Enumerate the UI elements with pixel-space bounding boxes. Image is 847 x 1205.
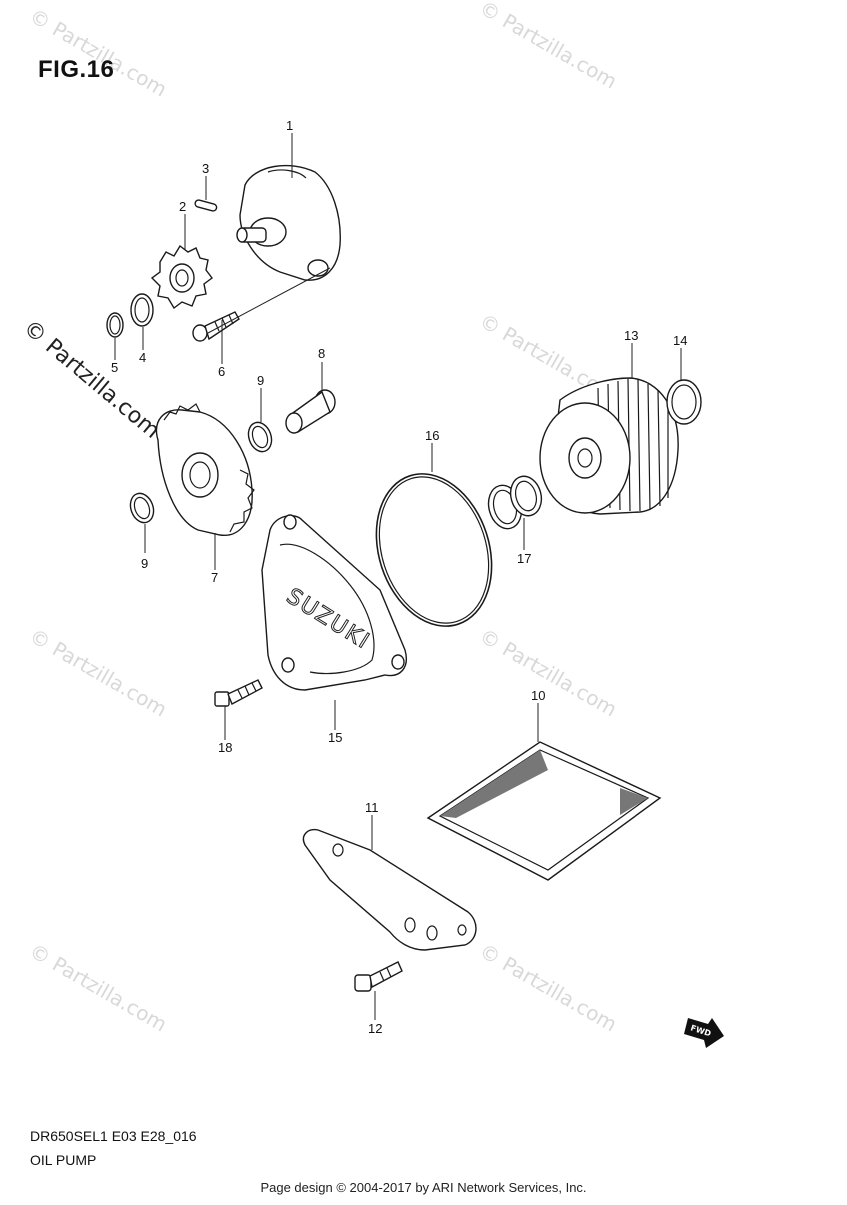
callout-8[interactable]: 8 xyxy=(318,346,325,361)
callout-4[interactable]: 4 xyxy=(139,350,146,365)
callout-2[interactable]: 2 xyxy=(179,199,186,214)
part-11-plate[interactable] xyxy=(302,828,477,951)
page-footer: Page design © 2004-2017 by ARI Network S… xyxy=(260,1180,587,1195)
part-1-oil-pump-body[interactable] xyxy=(236,164,341,281)
part-14-o-ring[interactable] xyxy=(666,379,702,425)
callout-18[interactable]: 18 xyxy=(218,740,232,755)
callout-14[interactable]: 14 xyxy=(673,333,687,348)
watermark: © Partzilla.com xyxy=(26,939,172,1037)
callout-5[interactable]: 5 xyxy=(111,360,118,375)
callout-16[interactable]: 16 xyxy=(425,428,439,443)
part-12-bolt[interactable] xyxy=(354,961,403,992)
part-16-o-ring-large[interactable] xyxy=(358,459,511,641)
callout-3[interactable]: 3 xyxy=(202,161,209,176)
diagram-part-name: OIL PUMP xyxy=(30,1152,97,1168)
part-9-circlip-lower[interactable] xyxy=(127,490,158,526)
part-8-bushing[interactable] xyxy=(285,389,336,434)
watermark: © Partzilla.com xyxy=(26,624,172,722)
part-13-oil-filter[interactable] xyxy=(539,377,679,515)
watermark: © Partzilla.com xyxy=(26,4,172,102)
callout-1[interactable]: 1 xyxy=(286,118,293,133)
part-5-circlip[interactable] xyxy=(106,312,124,338)
callout-6[interactable]: 6 xyxy=(218,364,225,379)
callout-labels: 1 2 3 4 5 6 7 8 9 9 10 11 12 13 14 15 16… xyxy=(111,118,687,1036)
callout-17[interactable]: 17 xyxy=(517,551,531,566)
part-2-drive-gear[interactable] xyxy=(150,244,213,310)
leader-lines xyxy=(114,133,682,1020)
callout-12[interactable]: 12 xyxy=(368,1021,382,1036)
callout-9-upper[interactable]: 9 xyxy=(257,373,264,388)
watermark: © Partzilla.com xyxy=(476,624,622,722)
part-10-oil-strainer[interactable] xyxy=(426,741,662,881)
watermark: © Partzilla.com xyxy=(476,0,622,94)
part-4-washer[interactable] xyxy=(130,293,154,327)
watermark: © Partzilla.com xyxy=(476,939,622,1037)
forward-direction-badge: FWD xyxy=(684,1018,724,1048)
callout-7[interactable]: 7 xyxy=(211,570,218,585)
callout-10[interactable]: 10 xyxy=(531,688,545,703)
watermark-large: © Partzilla.com xyxy=(18,315,164,443)
part-7-driven-gear[interactable] xyxy=(155,403,255,536)
part-6-screw[interactable] xyxy=(192,267,331,342)
part-9-circlip-upper[interactable] xyxy=(245,419,276,455)
part-15-filter-cover[interactable]: SUZUKI xyxy=(261,514,407,691)
part-3-pin[interactable] xyxy=(194,199,218,212)
part-18-bolt[interactable] xyxy=(214,679,263,707)
callout-11[interactable]: 11 xyxy=(365,800,379,815)
figure-title: FIG.16 xyxy=(38,56,115,83)
callout-13[interactable]: 13 xyxy=(624,328,638,343)
watermark-layer: © Partzilla.com © Partzilla.com © Partzi… xyxy=(18,0,621,1037)
model-code: DR650SEL1 E03 E28_016 xyxy=(30,1128,197,1144)
callout-15[interactable]: 15 xyxy=(328,730,342,745)
callout-9-lower[interactable]: 9 xyxy=(141,556,148,571)
part-17-o-rings[interactable] xyxy=(484,473,546,533)
